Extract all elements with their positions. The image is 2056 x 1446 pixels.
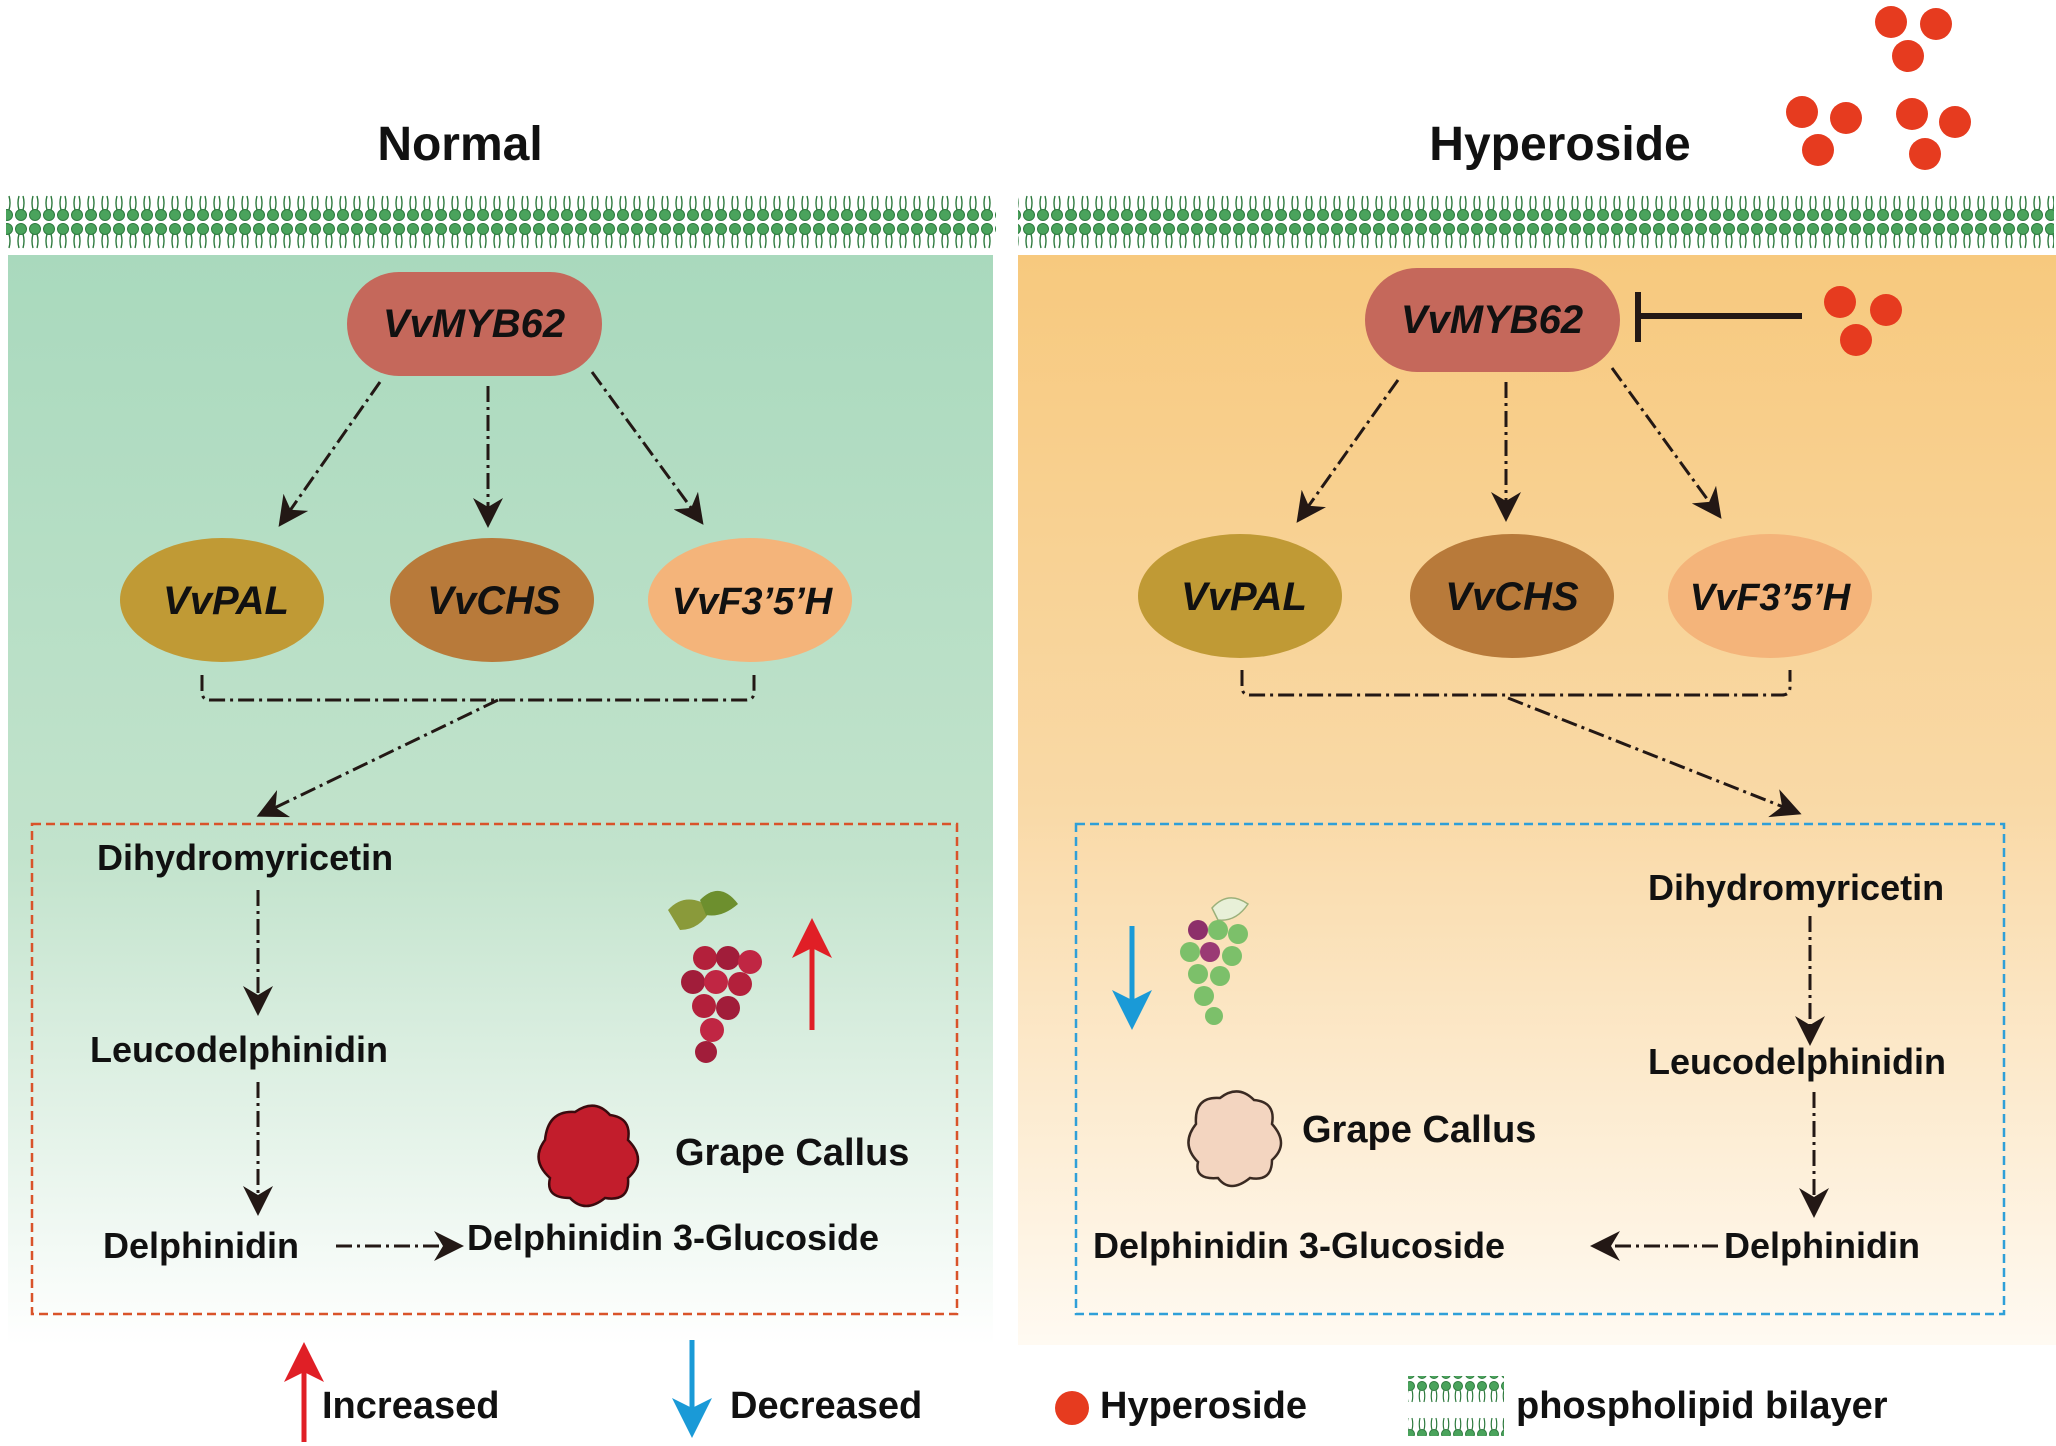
hyperoside-gene-f35h-label: VvF3’5’H [1690, 577, 1852, 619]
hyperoside-title: Hyperoside [1429, 118, 1690, 171]
normal-regulator-node [347, 272, 602, 376]
hyperoside-regulator-label: VvMYB62 [1401, 298, 1583, 342]
normal-arrow-to-pathway [256, 698, 499, 818]
hyperoside-inhibition-line [1635, 292, 1802, 342]
hyperoside-pathway-box [1074, 822, 2006, 1316]
legend: Increased Decreased Hyperoside phospholi… [284, 1340, 1888, 1442]
normal-step-dihydromyricetin: Dihydromyricetin [97, 837, 393, 878]
hyperoside-regulator-node [1365, 268, 1620, 372]
legend-hyperoside-dot [1055, 1391, 1089, 1425]
normal-title: Normal [377, 118, 542, 171]
legend-hyperoside-label: Hyperoside [1100, 1385, 1307, 1427]
hyperoside-step-delphinidin: Delphinidin [1724, 1225, 1920, 1266]
hyperoside-callus-icon [1187, 1090, 1283, 1188]
legend-increased-label: Increased [322, 1385, 499, 1427]
normal-callus-icon [537, 1104, 640, 1208]
hyperoside-gene-chs-node [1410, 534, 1614, 658]
normal-gene-chs-label: VvCHS [427, 579, 561, 623]
hyperoside-step-dihydromyricetin: Dihydromyricetin [1648, 867, 1944, 908]
hyperoside-cytoplasm [1018, 255, 2056, 1345]
hyperoside-gene-f35h-node [1668, 534, 1872, 658]
hyperoside-arrow-to-pathway [1507, 696, 1802, 818]
legend-decreased-label: Decreased [730, 1385, 922, 1427]
normal-gene-bracket [200, 675, 756, 702]
normal-membrane [6, 180, 996, 254]
hyperoside-grape-icon [1180, 897, 1250, 1025]
normal-gene-pal-node [120, 538, 324, 662]
normal-cytoplasm [8, 255, 993, 1345]
hyperoside-molecules-inside [1824, 286, 1902, 356]
hyperoside-gene-bracket [1240, 670, 1792, 697]
normal-gene-pal-label: VvPAL [163, 579, 289, 623]
normal-gene-f35h-label: VvF3’5’H [672, 581, 834, 623]
hyperoside-step-product: Delphinidin 3-Glucoside [1093, 1225, 1505, 1266]
hyperoside-callus-label: Grape Callus [1302, 1109, 1536, 1151]
normal-regulator-label: VvMYB62 [383, 302, 565, 346]
normal-pathway-box [30, 822, 959, 1316]
normal-arrow-to-f35h [590, 371, 704, 525]
normal-grape-icon [668, 890, 762, 1063]
legend-bilayer-label: phospholipid bilayer [1516, 1385, 1888, 1427]
hyperoside-molecules-outside [1786, 6, 1971, 170]
hyperoside-gene-pal-label: VvPAL [1181, 575, 1307, 619]
normal-gene-chs-node [390, 538, 594, 662]
hyperoside-arrow-to-f35h [1610, 367, 1722, 519]
hyperoside-step-leucodelphinidin: Leucodelphinidin [1648, 1041, 1946, 1082]
normal-callus-label: Grape Callus [675, 1132, 909, 1174]
normal-gene-f35h-node [648, 538, 852, 662]
normal-step-product: Delphinidin 3-Glucoside [467, 1217, 879, 1258]
normal-step-leucodelphinidin: Leucodelphinidin [90, 1029, 388, 1070]
hyperoside-panel: Hyperoside VvMYB62 VvPAL VvCHS VvF3’5’H … [1018, 6, 2056, 1345]
normal-panel: Normal VvMYB62 VvPAL VvCHS VvF3’5’H Dihy… [6, 118, 996, 1345]
hyperoside-membrane [1018, 180, 2054, 254]
legend-bilayer-icon [1408, 1376, 1504, 1436]
normal-step-delphinidin: Delphinidin [103, 1225, 299, 1266]
hyperoside-gene-pal-node [1138, 534, 1342, 658]
hyperoside-gene-chs-label: VvCHS [1445, 575, 1579, 619]
